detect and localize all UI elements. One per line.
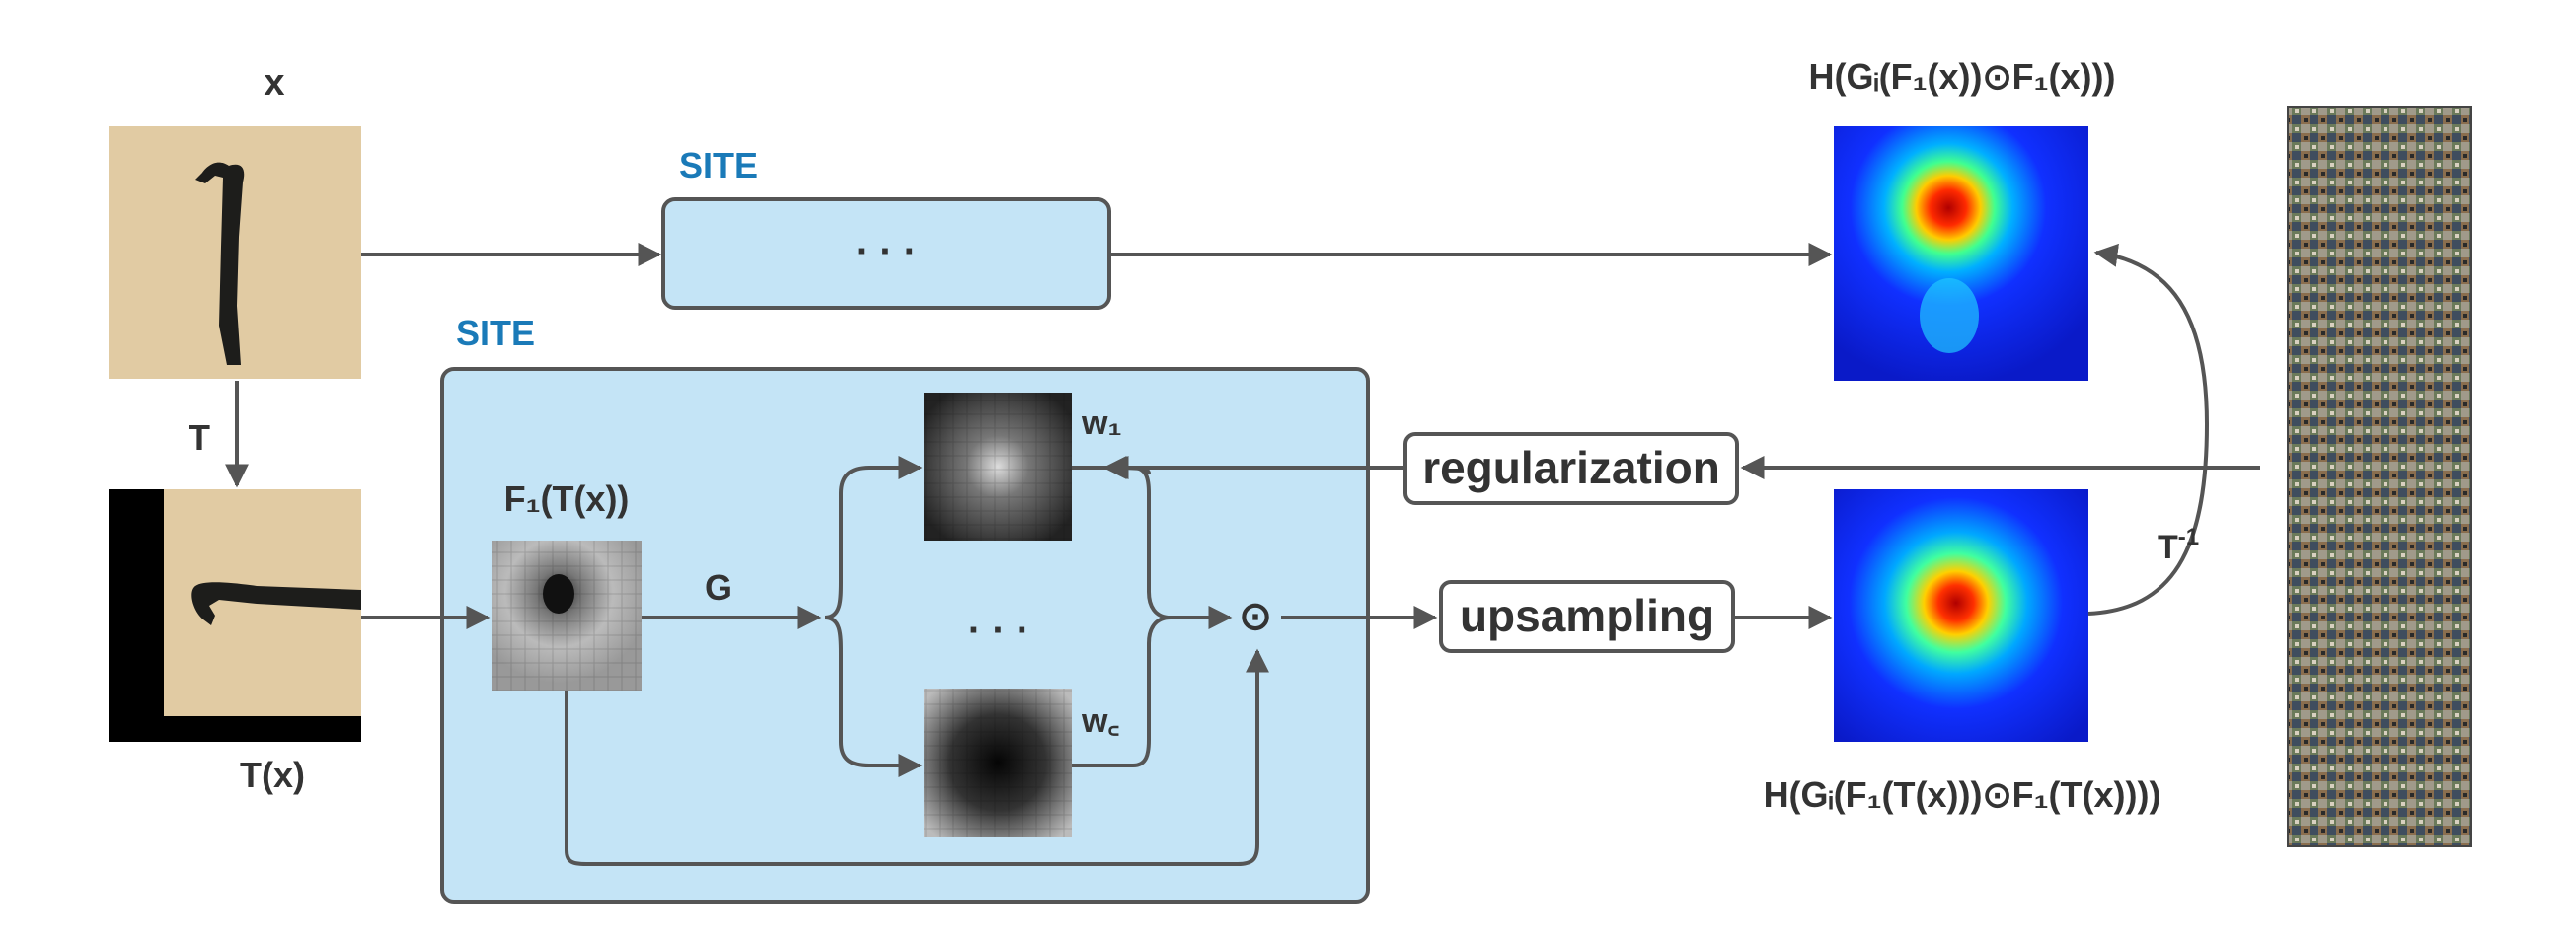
branch-to-wc (824, 616, 923, 777)
filter-map-w1 (924, 393, 1072, 541)
regularization-label: regularization (1422, 442, 1720, 493)
transformed-image-Tx (109, 489, 361, 742)
label-Tx: T(x) (240, 755, 305, 795)
branch-to-w1 (824, 456, 923, 619)
odot-operator: ⊙ (1239, 595, 1272, 638)
heatmap-top (1834, 126, 2088, 381)
label-Tinv: T-1 (2158, 524, 2199, 566)
heatmap-top-label: H(Gᵢ(F₁(x))⊙F₁(x))) (1809, 56, 2116, 97)
input-image-x (109, 126, 361, 379)
dots-mid: · · · (968, 609, 1029, 652)
image-gallery (2287, 106, 2472, 847)
label-F1Tx: F₁(T(x)) (504, 478, 630, 519)
label-wc: w꜀ (1081, 702, 1119, 740)
site-block-main (440, 367, 1370, 904)
label-T: T (189, 417, 210, 458)
arrow-inverse-transform (2087, 243, 2210, 616)
label-G: G (705, 567, 732, 608)
label-w1: w₁ (1081, 404, 1122, 442)
label-x: x (264, 62, 284, 104)
filter-map-wc (924, 689, 1072, 837)
site-title-main: SITE (456, 313, 535, 353)
merge-wc (1072, 616, 1172, 767)
upsampling-label: upsampling (1460, 590, 1714, 641)
skip-connection (565, 648, 1269, 866)
dots-top: · · · (856, 230, 917, 273)
heatmap-bottom (1834, 489, 2088, 742)
heatmap-bottom-label: H(Gᵢ(F₁(T(x)))⊙F₁(T(x)))) (1764, 774, 2161, 815)
feature-map-F1Tx (492, 541, 642, 691)
site-title-top: SITE (679, 145, 758, 185)
